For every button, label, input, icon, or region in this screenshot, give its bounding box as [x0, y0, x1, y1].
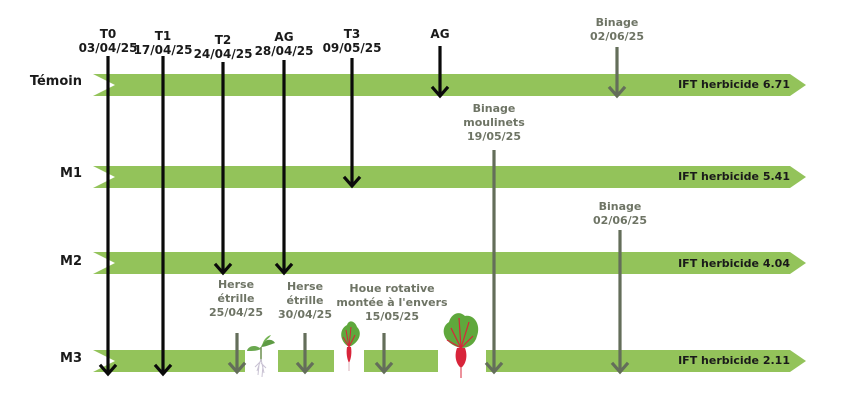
arrow-ag-1 [274, 60, 294, 276]
arrow-herse-1 [227, 333, 247, 375]
timeline-bar-m1 [93, 166, 806, 188]
treatment-code: AG [430, 27, 450, 41]
treatment-date: 03/04/25 [78, 41, 138, 55]
grown-beet-icon [443, 313, 479, 378]
mech-line: 15/05/25 [365, 310, 419, 323]
treatment-code: T2 [214, 33, 232, 47]
treatment-label-t0: T0 03/04/25 [63, 27, 153, 55]
mech-line: moulinets [463, 116, 525, 129]
mech-line: Herse [286, 280, 324, 293]
treatment-code: T0 [99, 27, 117, 41]
mech-label-binage-temoin: Binage 02/06/25 [552, 16, 682, 44]
treatment-code: T3 [343, 27, 361, 41]
treatment-date: 28/04/25 [254, 44, 314, 58]
ift-value-temoin: IFT herbicide 6.71 [678, 78, 790, 91]
arrow-t0 [98, 56, 118, 377]
arrow-ag-2 [430, 46, 450, 99]
arrow-houe-rotative [374, 333, 394, 375]
mech-label-binage-m3: Binage 02/06/25 [555, 200, 685, 228]
arrow-binage-moulinets [484, 150, 504, 375]
mech-label-herse-1: Herse étrille 25/04/25 [171, 278, 301, 320]
arrow-t3 [342, 58, 362, 189]
young-beet-icon [341, 321, 360, 371]
timeline-bar-temoin [93, 74, 806, 96]
row-label-temoin: Témoin [29, 74, 82, 89]
mech-line: 02/06/25 [593, 214, 647, 227]
row-label-m3: M3 [60, 351, 82, 366]
mech-label-herse-2: Herse étrille 30/04/25 [240, 280, 370, 322]
mech-line: Binage [595, 16, 639, 29]
mech-line: Binage [598, 200, 642, 213]
treatment-date: 24/04/25 [193, 47, 253, 61]
ift-value-m3: IFT herbicide 2.11 [678, 354, 790, 367]
row-label-m1: M1 [60, 166, 82, 181]
mech-line: étrille [217, 292, 255, 305]
mech-line: 19/05/25 [467, 130, 521, 143]
arrow-t2 [213, 62, 233, 276]
mech-line: Herse [217, 278, 255, 291]
arrow-binage-temoin [607, 47, 627, 99]
treatment-label-ag-1: AG 28/04/25 [239, 30, 329, 58]
treatment-label-t3: T3 09/05/25 [307, 27, 397, 55]
mech-line: Binage [472, 102, 516, 115]
treatment-date: 09/05/25 [322, 41, 382, 55]
arrow-herse-2 [295, 333, 315, 375]
treatment-code: T1 [154, 29, 172, 43]
arrow-binage-m3 [610, 230, 630, 375]
mech-line: 25/04/25 [209, 306, 263, 319]
mech-line: étrille [286, 294, 324, 307]
arrow-t1 [153, 56, 173, 377]
mech-line: 30/04/25 [278, 308, 332, 321]
seedling-icon [247, 335, 275, 378]
timeline-bar-m2 [93, 252, 806, 274]
treatment-date: 17/04/25 [133, 43, 193, 57]
ift-value-m2: IFT herbicide 4.04 [678, 257, 790, 270]
mech-label-binage-moulinets: Binage moulinets 19/05/25 [429, 102, 559, 144]
mech-line: Houe rotative [349, 282, 435, 295]
treatment-label-t2: T2 24/04/25 [178, 33, 268, 61]
row-label-m2: M2 [60, 254, 82, 269]
mech-line: montée à l'envers [336, 296, 448, 309]
ift-value-m1: IFT herbicide 5.41 [678, 170, 790, 183]
treatment-label-ag-2: AG [395, 27, 485, 41]
treatment-code: AG [274, 30, 294, 44]
mech-line: 02/06/25 [590, 30, 644, 43]
mech-label-houe-rotative: Houe rotative montée à l'envers 15/05/25 [327, 282, 457, 324]
treatment-label-t1: T1 17/04/25 [118, 29, 208, 57]
